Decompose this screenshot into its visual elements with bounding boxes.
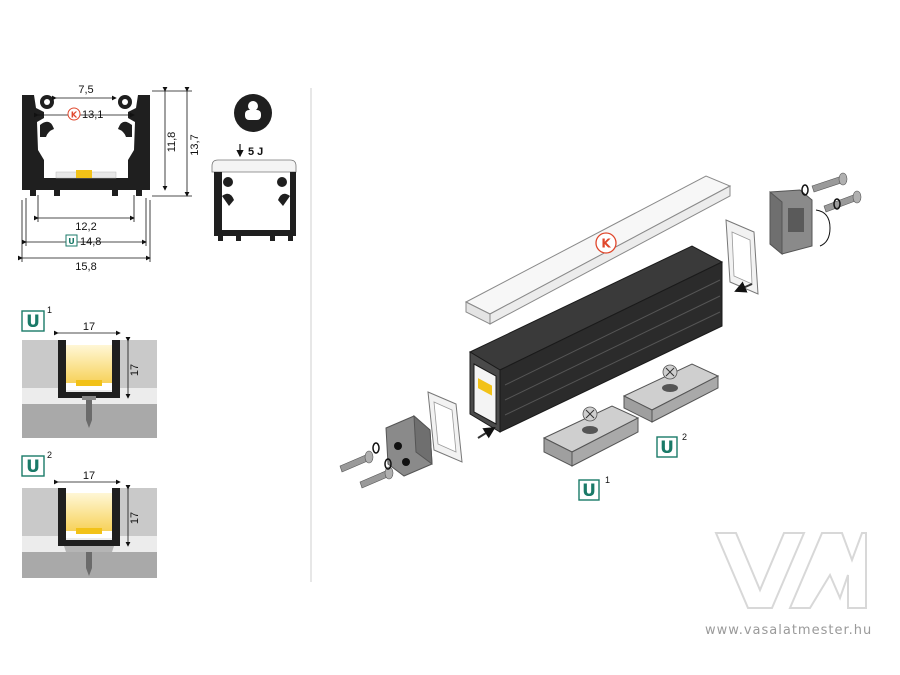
svg-text:K: K — [71, 111, 78, 120]
u1-badge-large: U — [578, 479, 600, 501]
mounting-clip-u2 — [622, 363, 720, 423]
dim-top-width: 7,5 — [78, 84, 93, 96]
u2-width: 17 — [83, 470, 95, 482]
svg-text:U: U — [26, 457, 40, 477]
screw-icon — [811, 172, 862, 213]
right-gasket — [725, 219, 759, 295]
install-u2-scene — [22, 488, 157, 578]
u2-badge-large: U — [656, 436, 678, 458]
force-label: 5 J — [248, 146, 263, 158]
profile-with-cover — [211, 159, 297, 241]
left-screws — [339, 442, 394, 489]
u1-variant-number: 1 — [47, 305, 52, 315]
u2-variant-number: 2 — [47, 450, 52, 460]
watermark-logo — [714, 532, 867, 609]
left-end-cap — [385, 414, 433, 477]
svg-text:K: K — [601, 237, 611, 251]
svg-text:U: U — [660, 438, 674, 458]
mounting-clip-u1 — [542, 405, 640, 467]
u2-height: 17 — [129, 512, 141, 524]
u2-badge: U — [21, 455, 45, 477]
k-badge-small: K — [67, 107, 81, 121]
dimension-lines — [18, 87, 192, 262]
dim-inner-width: 12,2 — [75, 221, 96, 233]
right-end-cap — [769, 189, 813, 256]
svg-text:U: U — [26, 312, 40, 332]
install-u1-scene — [22, 340, 157, 438]
u1-badge: U — [21, 310, 45, 332]
left-gasket — [427, 391, 463, 463]
assembly-arrow-right — [734, 281, 753, 293]
svg-text:U: U — [582, 481, 596, 501]
assembly-arrow-left — [477, 426, 496, 439]
u1-height: 17 — [129, 364, 141, 376]
aluminium-profile — [468, 245, 724, 433]
svg-text:U: U — [68, 237, 75, 246]
website-watermark: www.vasalatmester.hu — [705, 623, 873, 638]
u2-dimensions — [54, 479, 131, 547]
profile-cross-section — [22, 95, 150, 196]
dim-height-inner: 11,8 — [166, 132, 178, 153]
dim-k-width: 13,1 — [82, 109, 103, 121]
u1-width: 17 — [83, 321, 95, 333]
k-badge-large: K — [595, 232, 617, 254]
u1-dimensions — [54, 330, 131, 399]
u-badge-small: U — [65, 234, 78, 247]
dim-height-total: 13,7 — [189, 134, 201, 155]
u1-large-number: 1 — [605, 475, 610, 485]
dim-u-width: 14,8 — [80, 236, 101, 248]
u2-large-number: 2 — [682, 432, 687, 442]
washer-icon — [801, 184, 841, 210]
right-wire — [815, 209, 831, 247]
dim-total-width: 15,8 — [75, 261, 96, 273]
impact-test-icon — [234, 94, 272, 158]
